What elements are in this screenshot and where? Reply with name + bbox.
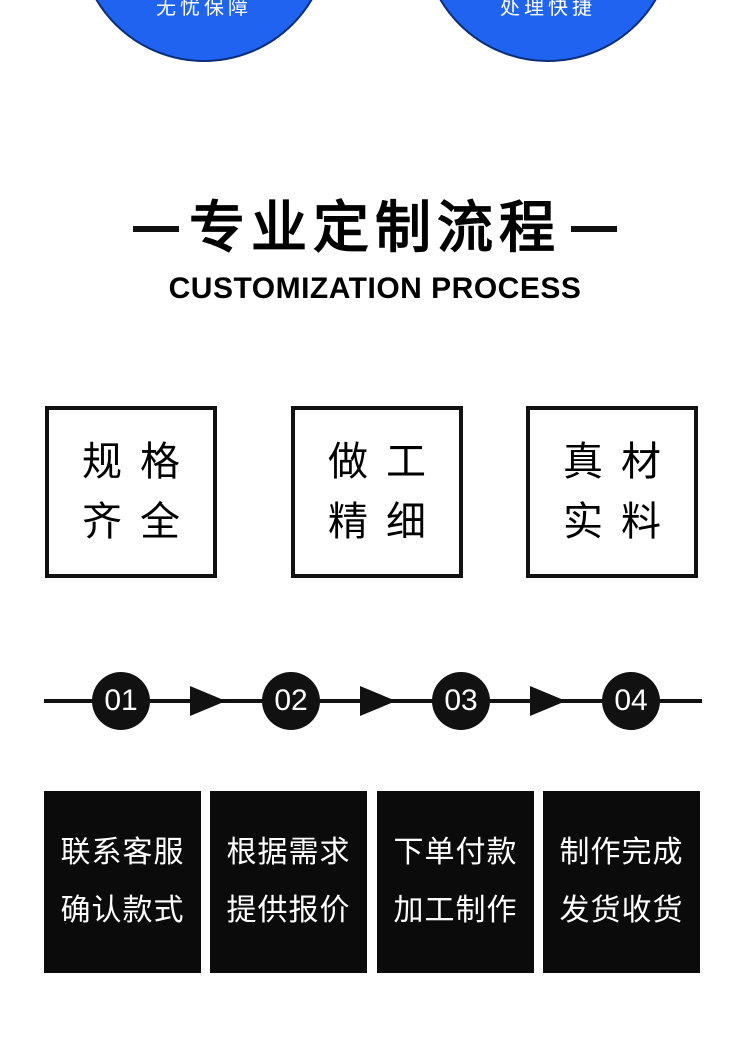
arrow-right-icon bbox=[530, 686, 566, 716]
feature-line: 实料 bbox=[563, 499, 679, 545]
step-line: 确认款式 bbox=[60, 893, 185, 928]
feature-box: 真材 实料 bbox=[526, 406, 698, 578]
section-title-row: 专业定制流程 bbox=[0, 194, 750, 264]
step-box: 联系客服 确认款式 bbox=[44, 791, 201, 973]
feature-line: 齐全 bbox=[82, 499, 198, 545]
badge-label: 处理快捷 bbox=[500, 0, 596, 19]
section-subtitle: CUSTOMIZATION PROCESS bbox=[168, 272, 582, 305]
step-number: 01 bbox=[92, 672, 150, 730]
section-title: 专业定制流程 bbox=[189, 196, 561, 261]
feature-line: 做工 bbox=[328, 439, 444, 485]
arrow-right-icon bbox=[190, 686, 226, 716]
title-dash-left bbox=[133, 226, 179, 232]
feature-line: 真材 bbox=[563, 439, 679, 485]
arrow-right-icon bbox=[360, 686, 396, 716]
title-dash-right bbox=[571, 226, 617, 232]
badge-label: 无忧保障 bbox=[156, 0, 252, 19]
step-number: 02 bbox=[262, 672, 320, 730]
step-line: 根据需求 bbox=[226, 835, 351, 870]
badge-circle-right: 处理快捷 bbox=[422, 0, 674, 62]
feature-line: 规格 bbox=[82, 439, 198, 485]
step-line: 发货收货 bbox=[559, 893, 684, 928]
step-line: 加工制作 bbox=[393, 893, 518, 928]
step-box: 根据需求 提供报价 bbox=[210, 791, 367, 973]
step-line: 联系客服 bbox=[60, 835, 185, 870]
step-line: 提供报价 bbox=[226, 893, 351, 928]
step-number: 03 bbox=[432, 672, 490, 730]
step-box: 制作完成 发货收货 bbox=[543, 791, 700, 973]
step-line: 制作完成 bbox=[559, 835, 684, 870]
feature-line: 精细 bbox=[328, 499, 444, 545]
step-line: 下单付款 bbox=[393, 835, 518, 870]
feature-box: 做工 精细 bbox=[291, 406, 463, 578]
step-number: 04 bbox=[602, 672, 660, 730]
badge-circle-left: 无忧保障 bbox=[78, 0, 330, 62]
feature-box: 规格 齐全 bbox=[45, 406, 217, 578]
step-box: 下单付款 加工制作 bbox=[377, 791, 534, 973]
